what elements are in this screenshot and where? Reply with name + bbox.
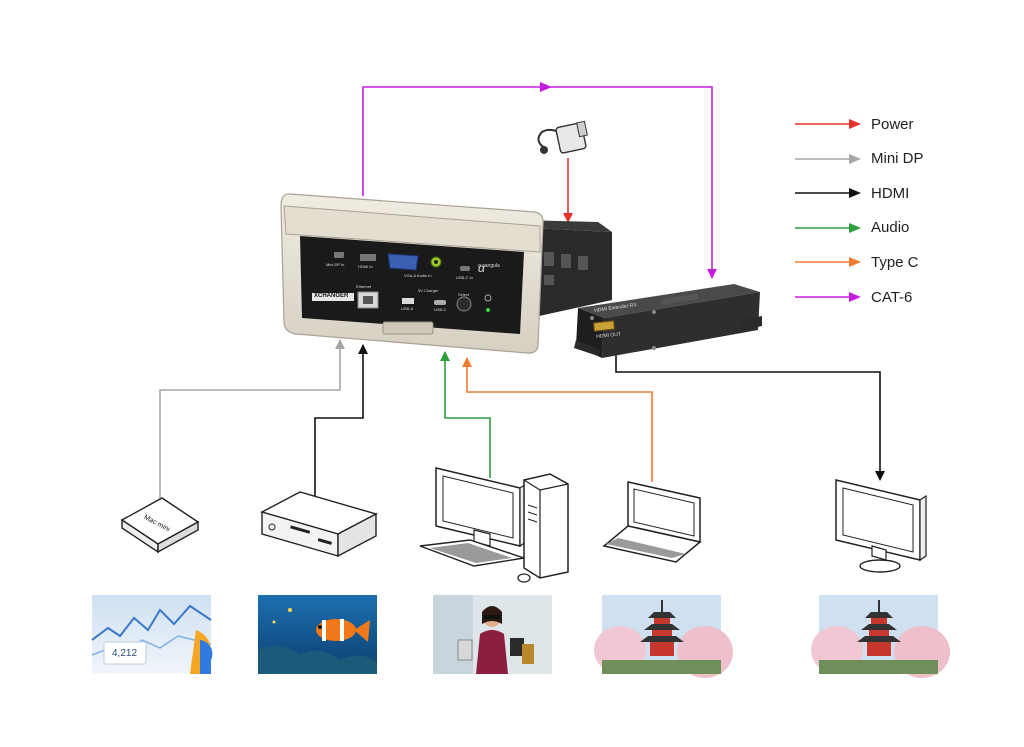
minidp-cable-line	[159, 339, 345, 505]
media-player-icon	[260, 491, 378, 558]
hdmi-source-cable-line	[314, 344, 368, 500]
legend-label: Mini DP	[871, 150, 924, 168]
legend-arrow-icon	[795, 257, 861, 268]
port-label-minidp: Mini DP In	[326, 262, 345, 267]
legend-label: CAT-6	[871, 288, 913, 306]
dashboard-number: 4,212	[112, 648, 138, 659]
port-label-usbc-in: USB-C In	[456, 275, 473, 280]
legend-arrow-icon	[795, 292, 861, 302]
mac-mini-icon	[120, 497, 200, 554]
laptop-icon	[602, 481, 702, 563]
legend-item-hdmi: HDMI	[795, 182, 909, 204]
clownfish-thumbnail	[258, 595, 377, 674]
device-logo-text: α sangula	[478, 263, 500, 269]
port-label-ethernet: Ethernet	[356, 284, 372, 289]
cat6-cable-line	[362, 86, 717, 279]
legend-arrow-icon	[795, 153, 861, 164]
legend-item-mini-dp: Mini DP	[795, 148, 924, 170]
legend-arrow-icon	[795, 222, 861, 233]
port-label-select: Select	[458, 292, 470, 297]
dashboard-thumbnail	[91, 595, 213, 674]
port-label-hdmi-in: HDMI In	[358, 264, 373, 269]
legend-arrow-icon	[795, 119, 861, 129]
svg-text:α: α	[478, 261, 486, 275]
legend-item-cat-6: CAT-6	[795, 286, 912, 308]
typec-cable-line	[462, 357, 653, 482]
table-connectivity-box: α	[280, 193, 612, 354]
port-label-charger: 5V Charger	[418, 288, 439, 293]
hdmi-output-cable-line	[615, 352, 885, 481]
legend-arrow-icon	[795, 188, 861, 199]
device-brand-label: XCHANGER	[314, 293, 349, 299]
shopping-thumbnail	[433, 595, 552, 674]
monitor-icon	[835, 479, 927, 573]
port-label-usb-c: USB-C	[434, 307, 447, 312]
cat6-mid-arrow	[540, 82, 552, 92]
hdmi-extender-rx	[574, 284, 762, 358]
legend-label: Power	[871, 115, 914, 133]
pagoda-output-thumbnail	[811, 595, 950, 678]
legend-item-power: Power	[795, 113, 914, 135]
legend-label: HDMI	[871, 184, 910, 202]
audio-cable-line	[440, 351, 491, 478]
pagoda-thumbnail	[594, 595, 733, 678]
legend-label: Type C	[871, 253, 919, 271]
legend-item-type-c: Type C	[795, 251, 919, 273]
desktop-pc-icon	[419, 467, 569, 583]
port-label-vga-audio: VGA & Audio In	[404, 273, 432, 278]
power-adapter-icon	[537, 120, 588, 154]
legend-label: Audio	[871, 219, 910, 237]
port-label-usb-a: USB-A	[401, 306, 414, 311]
legend-item-audio: Audio	[795, 217, 909, 239]
